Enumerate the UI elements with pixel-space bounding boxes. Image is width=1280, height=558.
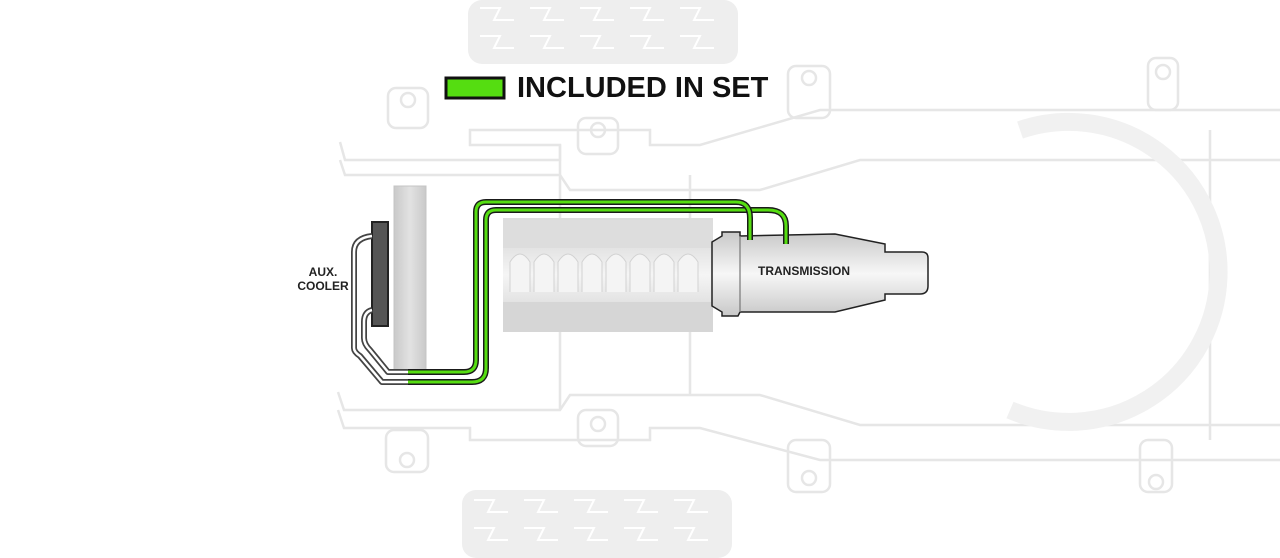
engine bbox=[503, 218, 713, 332]
aux-cooler-label-line2: COOLER bbox=[297, 279, 349, 293]
aux-cooler-label-line1: AUX. bbox=[309, 265, 338, 279]
watermark-ring bbox=[1006, 112, 1228, 431]
transmission bbox=[711, 231, 929, 317]
transmission-label: TRANSMISSION bbox=[758, 264, 850, 278]
legend-label: INCLUDED IN SET bbox=[517, 72, 769, 104]
aux-cooler bbox=[371, 221, 389, 327]
chassis-frame bbox=[336, 56, 1280, 494]
existing-cooler-line bbox=[351, 233, 408, 385]
legend-swatch bbox=[444, 76, 506, 100]
legend: INCLUDED IN SET bbox=[444, 72, 769, 104]
tire-top bbox=[468, 0, 738, 64]
included-transmission-lines bbox=[408, 199, 789, 385]
tire-bottom bbox=[462, 490, 732, 558]
radiator bbox=[393, 185, 427, 371]
